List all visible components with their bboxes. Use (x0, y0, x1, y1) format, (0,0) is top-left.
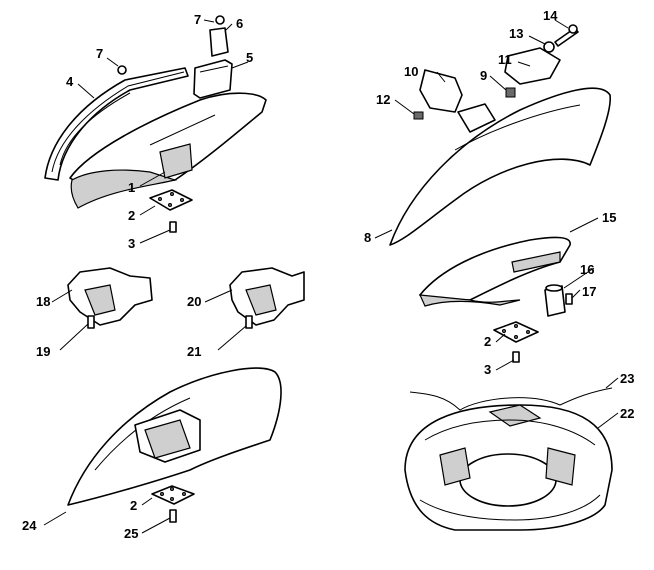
callout-19: 19 (36, 344, 50, 359)
part-19-screw (87, 315, 95, 329)
callout-25: 25 (124, 526, 138, 541)
callout-8: 8 (364, 230, 371, 245)
callout-1: 1 (128, 180, 135, 195)
callout-3-top: 3 (128, 236, 135, 251)
part-9-nut (505, 87, 516, 98)
part-3-screw-mid (512, 351, 520, 363)
part-7-screw-top (215, 15, 225, 25)
deflector-assembly-top-right (389, 24, 611, 246)
callout-17: 17 (582, 284, 596, 299)
part-12-nut (413, 111, 424, 120)
part-11-clamp (504, 47, 561, 85)
callout-5: 5 (246, 50, 253, 65)
callout-21: 21 (187, 344, 201, 359)
callout-14: 14 (543, 8, 558, 23)
callout-23: 23 (620, 371, 634, 386)
deflector-assembly-mid-right (419, 236, 573, 363)
part-8-deflector (389, 87, 611, 246)
callout-9: 9 (480, 68, 487, 83)
callout-2-mid: 2 (484, 334, 491, 349)
part-21-screw (245, 315, 253, 329)
mount-20 (229, 267, 305, 329)
part-5-bracket (193, 59, 233, 99)
part-3-screw-top (169, 221, 177, 233)
part-25-screw (169, 509, 177, 523)
callout-18: 18 (36, 294, 50, 309)
part-4-guard-rail (44, 67, 189, 181)
callout-2-bottom: 2 (130, 498, 137, 513)
callout-10: 10 (404, 64, 418, 79)
callout-24: 24 (22, 518, 37, 533)
base-assembly-bottom-right (404, 387, 613, 531)
callout-7-top: 7 (194, 12, 201, 27)
part-17-screw (565, 293, 573, 305)
callout-7-left: 7 (96, 46, 103, 61)
callout-numbers: 7 6 7 5 4 1 2 3 14 13 11 10 9 12 8 15 16… (22, 8, 634, 541)
callout-20: 20 (187, 294, 201, 309)
callout-15: 15 (602, 210, 616, 225)
callout-22: 22 (620, 406, 634, 421)
callout-2-top: 2 (128, 208, 135, 223)
leader-lines (43, 19, 619, 534)
part-7-screw-left (117, 65, 127, 75)
callout-11: 11 (498, 52, 512, 67)
part-15-deflector (419, 236, 571, 301)
deflector-assembly-bottom-left (67, 367, 282, 523)
part-2-plate-top (149, 189, 193, 211)
callout-16: 16 (580, 262, 594, 277)
part-2-plate-bottom (151, 485, 195, 505)
part-2-plate-mid (493, 321, 539, 343)
part-13-washer (543, 41, 555, 53)
callout-6: 6 (236, 16, 243, 31)
part-23-spring (409, 387, 613, 411)
callout-4: 4 (66, 74, 74, 89)
mount-18 (67, 267, 153, 329)
deflector-assembly-top-left (44, 15, 267, 233)
part-6-clip (209, 27, 229, 57)
callout-3-mid: 3 (484, 362, 491, 377)
callout-12: 12 (376, 92, 390, 107)
callout-13: 13 (509, 26, 523, 41)
part-10-mount (419, 69, 463, 113)
